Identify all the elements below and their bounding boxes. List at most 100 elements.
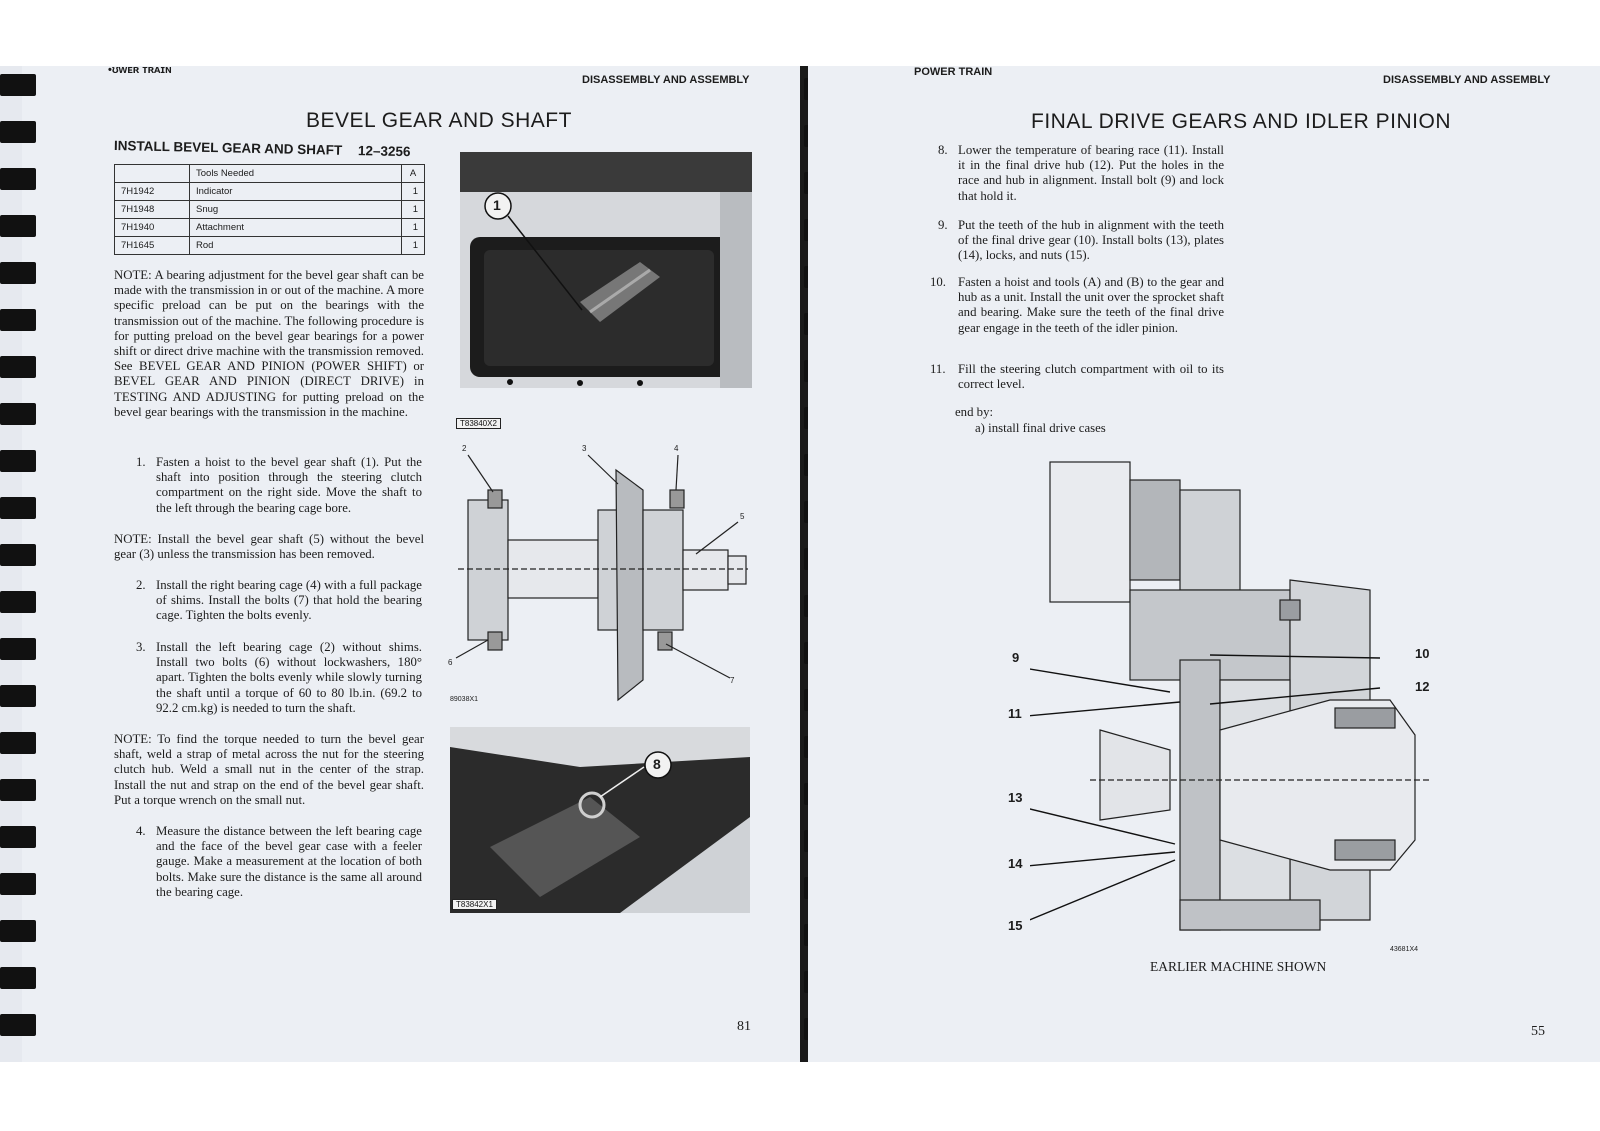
diagram-callout-3: 3 xyxy=(582,444,587,453)
left-page-title: BEVEL GEAR AND SHAFT xyxy=(306,109,572,132)
callout-leader xyxy=(484,192,583,311)
step-9: 9. Put the teeth of the hub in alignment… xyxy=(938,218,1224,264)
step-number: 10. xyxy=(930,275,946,289)
binding-ring xyxy=(0,121,36,143)
end-by-item: a) install final drive cases xyxy=(975,421,1106,435)
binding-ring xyxy=(0,967,36,989)
diagram-caption: EARLIER MACHINE SHOWN xyxy=(1150,959,1327,974)
tools-header-blank xyxy=(114,164,190,183)
binding-ring xyxy=(0,497,36,519)
binding-ring xyxy=(0,403,36,425)
step-text: Install the right bearing cage (4) with … xyxy=(156,578,422,623)
note-bearing-adjustment: NOTE: A bearing adjustment for the bevel… xyxy=(114,268,424,419)
binding-ring xyxy=(0,591,36,613)
binding-ring xyxy=(0,215,36,237)
tool-name: Indicator xyxy=(189,182,402,201)
step-text: Fill the steering clutch compartment wit… xyxy=(958,362,1224,392)
step-2: 2. Install the right bearing cage (4) wi… xyxy=(136,578,422,624)
binding-ring xyxy=(0,450,36,472)
step-number: 11. xyxy=(930,362,946,376)
diagram-callout-11: 11 xyxy=(1008,706,1022,721)
final-drive-art xyxy=(1004,461,1430,931)
step-text: Fasten a hoist to the bevel gear shaft (… xyxy=(156,455,422,515)
diagram-callout-10: 10 xyxy=(1415,646,1430,661)
tools-needed-table: Tools Needed A 7H1942 Indicator 1 7H1948… xyxy=(114,164,425,255)
step-number: 2. xyxy=(136,578,146,592)
diagram-callout-4: 4 xyxy=(674,444,679,453)
step-1: 1. Fasten a hoist to the bevel gear shaf… xyxy=(136,455,422,516)
callout-1: 1 xyxy=(493,197,501,213)
step-8: 8. Lower the temperature of bearing race… xyxy=(938,143,1224,204)
table-row: 7H1948 Snug 1 xyxy=(114,200,425,219)
binding-ring xyxy=(0,356,36,378)
tools-header-col: A xyxy=(401,164,425,183)
binding-ring xyxy=(0,732,36,754)
diagram-callout-14: 14 xyxy=(1008,856,1023,871)
tool-part: 7H1940 xyxy=(114,218,190,237)
diagram-callout-9: 9 xyxy=(1012,650,1020,665)
step-number: 4. xyxy=(136,824,146,838)
binding-ring xyxy=(0,779,36,801)
step-number: 3. xyxy=(136,640,146,654)
tool-qty: 1 xyxy=(401,236,425,255)
table-row: 7H1645 Rod 1 xyxy=(114,236,425,255)
step-10: 10. Fasten a hoist and tools (A) and (B)… xyxy=(930,275,1224,336)
table-row: 7H1942 Indicator 1 xyxy=(114,182,425,201)
cross-section-art xyxy=(455,454,748,702)
step-text: Lower the temperature of bearing race (1… xyxy=(958,143,1224,203)
right-page-title: FINAL DRIVE GEARS AND IDLER PINION xyxy=(1031,110,1451,133)
tool-part: 7H1942 xyxy=(114,182,190,201)
tool-name: Snug xyxy=(189,200,402,219)
photo-bevel-gear-shaft: 1 xyxy=(460,152,752,388)
binding-ring xyxy=(0,1014,36,1036)
step-4: 4. Measure the distance between the left… xyxy=(136,824,422,900)
end-by-label: end by: xyxy=(955,405,994,419)
binding-ring xyxy=(0,262,36,284)
tool-part: 7H1948 xyxy=(114,200,190,219)
binding-ring xyxy=(0,638,36,660)
step-11: 11. Fill the steering clutch compartment… xyxy=(930,362,1224,392)
binding-ring xyxy=(0,826,36,848)
binding-ring xyxy=(0,873,36,895)
callout-8: 8 xyxy=(653,756,661,772)
tool-qty: 1 xyxy=(401,182,425,201)
tool-part: 7H1645 xyxy=(114,236,190,255)
diagram-callout-13: 13 xyxy=(1008,790,1023,805)
photo-2-caption: T83842X1 xyxy=(452,899,497,910)
photo-1-art xyxy=(460,152,752,388)
diagram-callout-6: 6 xyxy=(448,658,453,667)
step-number: 1. xyxy=(136,455,146,469)
tool-name: Rod xyxy=(189,236,402,255)
photo-1-caption: T83840X2 xyxy=(456,418,501,429)
photo-2-art xyxy=(450,727,750,913)
final-drive-diagram-code: 43681X4 xyxy=(1390,946,1419,953)
diagram-callout-2: 2 xyxy=(462,444,467,453)
step-text: Measure the distance between the left be… xyxy=(156,824,422,899)
note-bevel-gear: NOTE: Install the bevel gear shaft (5) w… xyxy=(114,532,424,562)
final-drive-diagram: 9 11 13 14 15 10 12 43681X4 xyxy=(1004,460,1450,960)
left-running-head-section: DISASSEMBLY AND ASSEMBLY xyxy=(582,74,750,86)
table-row: 7H1940 Attachment 1 xyxy=(114,218,425,237)
binding-ring xyxy=(0,544,36,566)
note-torque: NOTE: To find the torque needed to turn … xyxy=(114,732,424,807)
diagram-callout-5: 5 xyxy=(740,512,745,521)
diagram-callout-12: 12 xyxy=(1415,679,1430,694)
binding-ring xyxy=(0,309,36,331)
step-text: Put the teeth of the hub in alignment wi… xyxy=(958,218,1224,263)
diagram-callout-7: 7 xyxy=(730,676,735,685)
step-text: Fasten a hoist and tools (A) and (B) to … xyxy=(958,275,1224,335)
subtitle-code: 12–3256 xyxy=(357,143,411,160)
diagram-code: 89038X1 xyxy=(450,696,479,703)
tool-qty: 1 xyxy=(401,200,425,219)
tool-qty: 1 xyxy=(401,218,425,237)
right-running-head: POWER TRAIN xyxy=(914,66,993,78)
tool-name: Attachment xyxy=(189,218,402,237)
left-page-number: 81 xyxy=(737,1019,751,1034)
photo-torque-wrench: 8 xyxy=(450,727,750,913)
tools-table-header: Tools Needed A xyxy=(114,164,425,183)
step-number: 9. xyxy=(938,218,948,232)
right-running-head-section: DISASSEMBLY AND ASSEMBLY xyxy=(1383,74,1551,86)
binding-ring xyxy=(0,685,36,707)
binding-ring xyxy=(0,920,36,942)
step-number: 8. xyxy=(938,143,948,157)
